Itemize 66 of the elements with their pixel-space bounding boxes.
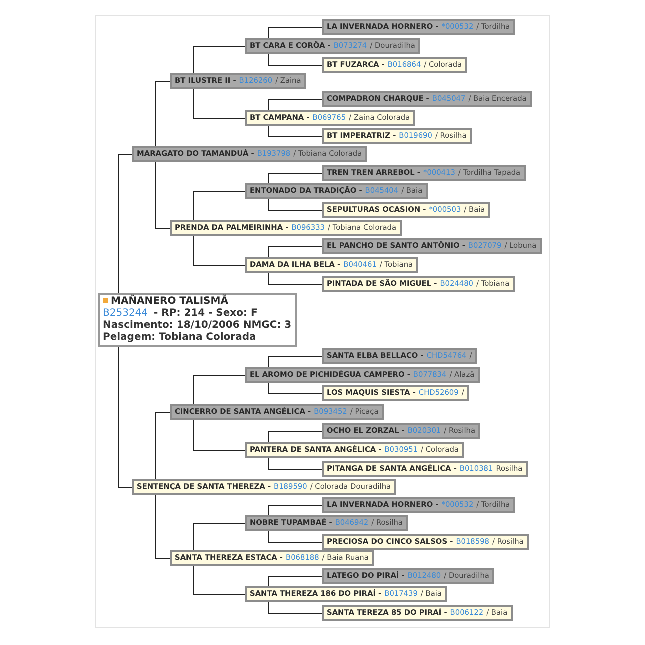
pedigree-box	[245, 442, 464, 458]
profile-detail: Nascimento: 18/10/2006 NMGC: 3	[103, 320, 292, 331]
pedigree-box	[170, 73, 306, 89]
connector-line	[268, 576, 322, 586]
pedigree-box	[132, 479, 396, 495]
profile-detail: - RP: 214 - Sexo: F	[154, 308, 258, 319]
connector-line	[155, 494, 170, 559]
connector-line	[155, 162, 170, 229]
pedigree-box	[245, 110, 416, 126]
registration-number: B253244	[103, 308, 148, 319]
connector-line	[193, 46, 246, 74]
horse-name: MAÑANERO TALISMÃ	[111, 296, 228, 307]
pedigree-box	[322, 57, 468, 73]
pedigree-box	[132, 146, 368, 162]
pedigree-box	[322, 128, 472, 144]
pedigree-box	[322, 238, 542, 254]
connector-line	[268, 198, 322, 211]
pedigree-box	[245, 367, 480, 383]
pedigree-box	[245, 515, 408, 531]
connector-line	[268, 272, 322, 285]
pedigree-box	[170, 550, 374, 566]
pedigree-box	[322, 605, 513, 621]
profile-detail: Pelagem: Tobiana Colorada	[103, 332, 256, 343]
pedigree-box	[322, 497, 516, 513]
pedigree-box	[322, 534, 529, 550]
connector-line	[193, 566, 246, 595]
pedigree-box	[322, 91, 532, 107]
connector-line	[268, 54, 322, 66]
pedigree-box	[245, 257, 418, 273]
connector-line	[193, 88, 246, 119]
pedigree-box	[245, 38, 420, 54]
pedigree-box	[322, 385, 470, 401]
connector-line	[118, 346, 132, 488]
pedigree-box	[322, 461, 528, 477]
connector-line	[193, 236, 246, 266]
connector-line	[193, 375, 246, 404]
connector-line	[268, 173, 322, 184]
connector-line	[268, 530, 322, 543]
pedigree-box	[322, 423, 480, 439]
pedigree-box	[322, 348, 478, 364]
connector-line	[268, 246, 322, 258]
connector-line	[193, 191, 246, 220]
pedigree-box	[322, 568, 494, 584]
connector-line	[268, 126, 322, 137]
connector-line	[268, 356, 322, 368]
connector-line	[268, 382, 322, 394]
connector-line	[155, 81, 170, 146]
pedigree-box	[245, 586, 447, 602]
pedigree-box	[245, 183, 428, 199]
connector-line	[155, 412, 170, 480]
connector-line	[118, 154, 132, 294]
connector-line	[268, 431, 322, 442]
profile-box	[98, 293, 297, 347]
pedigree-box	[170, 404, 384, 420]
pedigree-box	[322, 276, 515, 292]
connector-line	[268, 602, 322, 614]
pedigree-box	[322, 165, 526, 181]
connector-line	[268, 27, 322, 38]
pedigree-box	[170, 220, 402, 236]
pedigree-box	[322, 202, 490, 218]
connector-line	[268, 99, 322, 110]
pedigree-box	[322, 19, 516, 35]
connector-line	[193, 523, 246, 550]
connector-line	[193, 420, 246, 451]
connector-line	[268, 458, 322, 470]
connector-line	[268, 505, 322, 516]
